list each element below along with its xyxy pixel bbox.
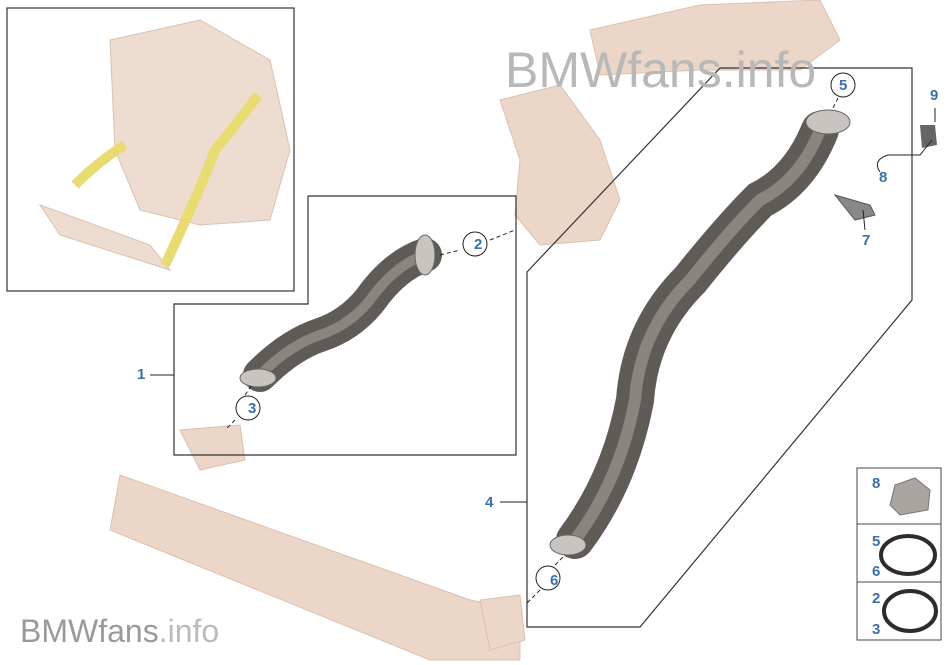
callout-7[interactable]: 7 bbox=[862, 232, 871, 249]
legend-callout-2[interactable]: 2 bbox=[872, 590, 881, 607]
callout-3[interactable]: 3 bbox=[248, 400, 257, 417]
callout-1[interactable]: 1 bbox=[137, 366, 146, 383]
watermark-suffix: .info bbox=[158, 613, 220, 649]
legend-callout-5[interactable]: 5 bbox=[872, 533, 881, 550]
engine-background-parts bbox=[109, 0, 841, 661]
watermark-brand: BMWfans bbox=[505, 42, 722, 98]
charge-air-hose-1 bbox=[239, 234, 442, 392]
callout-8[interactable]: 8 bbox=[879, 169, 888, 186]
legend-callout-8[interactable]: 8 bbox=[872, 475, 881, 492]
callout-5[interactable]: 5 bbox=[839, 77, 848, 94]
small-parts-legend bbox=[856, 467, 942, 641]
watermark-bottom: BMWfans.info bbox=[20, 613, 219, 649]
overview-engine-image bbox=[38, 19, 291, 271]
callout-2[interactable]: 2 bbox=[474, 236, 483, 253]
charge-air-pipe-4 bbox=[549, 109, 937, 559]
group-4-frame bbox=[526, 67, 913, 628]
legend-callout-6[interactable]: 6 bbox=[872, 563, 881, 580]
watermark-top: BMWfans.info bbox=[505, 45, 816, 95]
legend-callout-3[interactable]: 3 bbox=[872, 621, 881, 638]
group-1-frame bbox=[173, 195, 517, 456]
callout-4[interactable]: 4 bbox=[485, 494, 494, 511]
leader-lines bbox=[150, 72, 936, 606]
watermark-suffix: .info bbox=[721, 42, 817, 98]
callout-6[interactable]: 6 bbox=[550, 572, 559, 589]
watermark-brand: BMWfans bbox=[20, 613, 159, 649]
callout-9[interactable]: 9 bbox=[930, 87, 939, 104]
